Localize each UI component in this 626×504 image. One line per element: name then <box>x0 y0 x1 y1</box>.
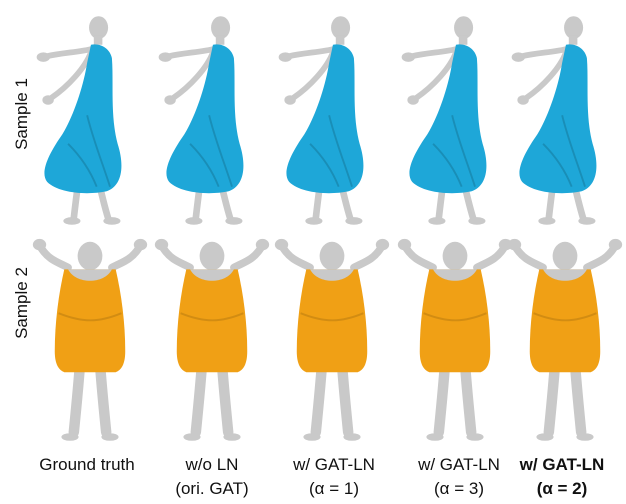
figure-sample-2-col-2 <box>152 222 272 452</box>
figure-sample-1-col-3 <box>272 5 392 235</box>
figure-sample-1-col-1 <box>30 5 150 235</box>
row-label-sample-2: Sample 2 <box>12 267 31 339</box>
figure-sample-1-col-5 <box>505 5 625 235</box>
figure-sample-1-col-2 <box>152 5 272 235</box>
caption-without-ln: w/o LN(ori. GAT) <box>175 455 249 498</box>
caption-gat-ln-alpha-2: w/ GAT-LN(α = 2) <box>519 455 605 498</box>
figure-sample-2-col-3 <box>272 222 392 452</box>
figure-sample-2-col-1 <box>30 222 150 452</box>
row-label-sample-1: Sample 1 <box>12 78 31 150</box>
caption-gat-ln-alpha-1: w/ GAT-LN(α = 1) <box>293 455 375 498</box>
caption-gat-ln-alpha-3: w/ GAT-LN(α = 3) <box>418 455 500 498</box>
figure-sample-2-col-5 <box>505 222 625 452</box>
caption-ground-truth: Ground truth <box>39 455 135 474</box>
figure-sample-2-col-4 <box>395 222 515 452</box>
figure-sample-1-col-4 <box>395 5 515 235</box>
